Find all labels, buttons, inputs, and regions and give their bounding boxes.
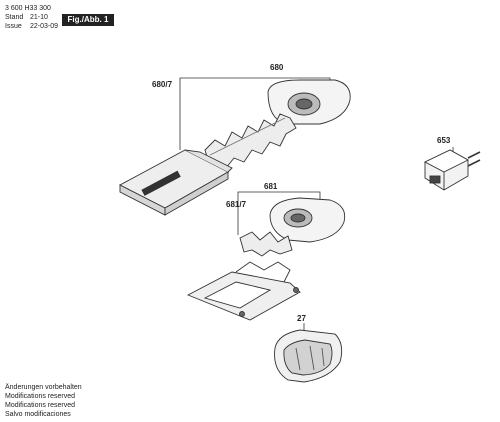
leader-681 <box>237 191 321 200</box>
footer-line-1: Änderungen vorbehalten <box>5 384 82 391</box>
battery-cover-27 <box>274 329 343 383</box>
stand-label: Stand <box>5 14 24 21</box>
footer-line-2: Modifications reserved <box>5 393 76 400</box>
blade-guard-680-7 <box>119 149 233 216</box>
issue-label: Issue <box>5 23 22 30</box>
footer-line-3: Modifications reserved <box>5 402 76 409</box>
issue-value: 22-03-09 <box>30 23 59 30</box>
shear-blade-681 <box>239 197 346 257</box>
footer-line-4: Salvo modificaciones <box>5 411 71 418</box>
guard-plate-681-7 <box>186 261 301 321</box>
hedge-blade-680 <box>204 79 351 169</box>
charger-653 <box>423 149 481 191</box>
callout-680: 680 <box>270 63 284 72</box>
callout-653: 653 <box>437 136 451 145</box>
callout-27: 27 <box>297 314 306 323</box>
part-number: 3 600 H33 300 <box>5 5 51 12</box>
figure-label: Fig./Abb. 1 <box>62 14 114 26</box>
callout-680-7: 680/7 <box>152 80 173 89</box>
stand-value: 21-10 <box>30 14 48 21</box>
callout-681: 681 <box>264 182 278 191</box>
callout-681-7: 681/7 <box>226 200 247 209</box>
